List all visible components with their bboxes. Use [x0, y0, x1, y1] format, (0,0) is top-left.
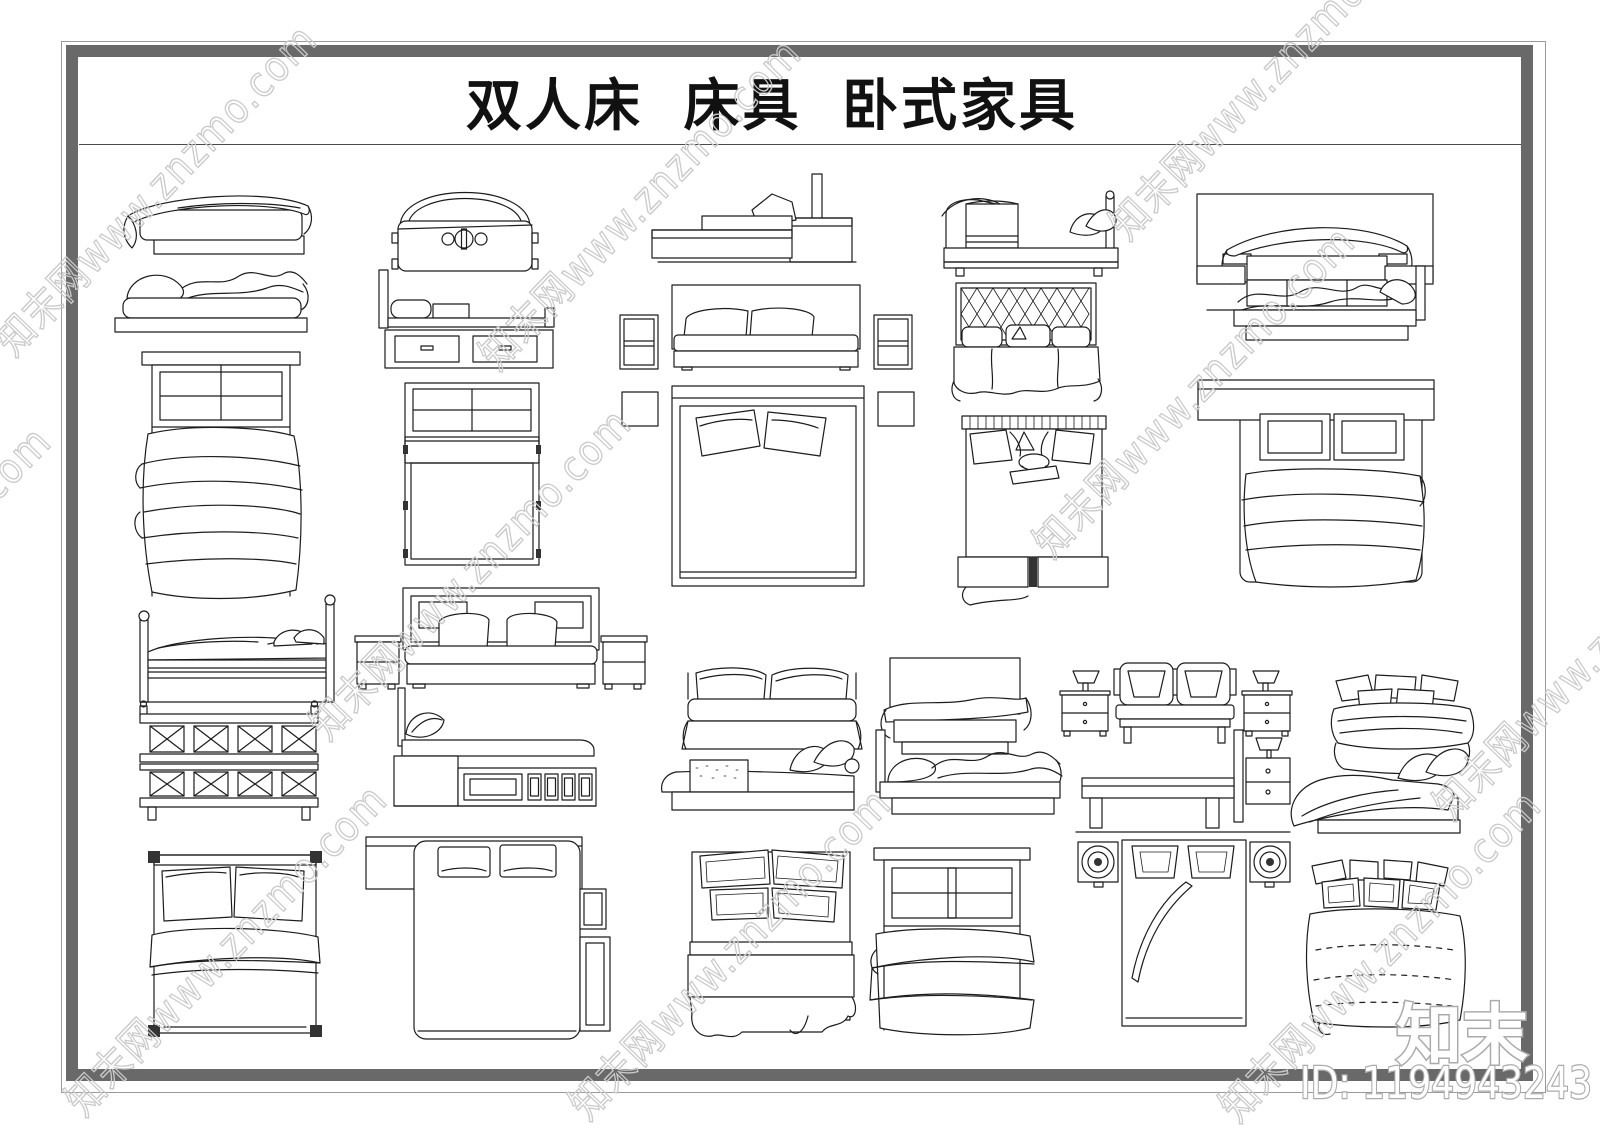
bed-plan-simple	[403, 382, 541, 566]
bed-two-nightstands	[619, 284, 913, 371]
bed-frame-drawers	[378, 269, 555, 369]
page-title: 双人床 床具 卧式家具	[466, 73, 1078, 139]
bed-side-draped-sheet	[123, 195, 313, 255]
bed-plan-pane-headboard	[869, 847, 1035, 1036]
bed-platform-storage	[393, 687, 597, 807]
bed-arched-headboard	[391, 192, 539, 272]
bed-skirted-base	[681, 667, 863, 750]
title-divider	[79, 144, 1521, 145]
bed-plan-side-units	[365, 836, 611, 1040]
bed-four-poster	[138, 594, 336, 703]
bed-cutout-headboard-nightstands	[354, 587, 648, 690]
bed-pillow-messy-sheet	[114, 271, 309, 333]
bed-plan-wide-headboard	[1197, 379, 1435, 588]
bed-low-towel	[661, 740, 860, 811]
bed-swept-blanket	[1290, 748, 1469, 834]
outer-hairline-border	[61, 41, 1546, 1093]
bed-frame-nightstand-lamp	[1075, 729, 1291, 833]
watermark-text: 知末网www.znzmo.com	[0, 416, 61, 767]
sheet-frame	[66, 45, 1533, 1081]
bed-panel-headboard	[1196, 193, 1434, 311]
bed-corner-cabinet	[651, 173, 857, 263]
bed-headboard-rumpled	[875, 729, 1063, 815]
bed-rumpled-blanket	[1233, 265, 1426, 341]
bed-thick-duvet	[1330, 674, 1475, 775]
bed-cushion-headboard-lamps	[1059, 662, 1293, 744]
bed-tufted-headboard	[951, 282, 1103, 402]
bed-tall-headboard-drape	[880, 657, 1032, 755]
bed-plan-square-tables	[621, 385, 915, 587]
bed-plan-four-pillows	[687, 849, 857, 1038]
bed-plan-breakfast-tray	[957, 415, 1109, 606]
bed-bench-towel	[941, 190, 1119, 277]
bed-lattice-frame	[139, 700, 319, 821]
bed-plan-corner-posts	[148, 851, 322, 1037]
bed-plan-round-tables	[1077, 839, 1291, 1027]
bed-plan-quilted	[1305, 859, 1466, 1035]
bed-plan-paneled-headboard	[134, 351, 303, 600]
